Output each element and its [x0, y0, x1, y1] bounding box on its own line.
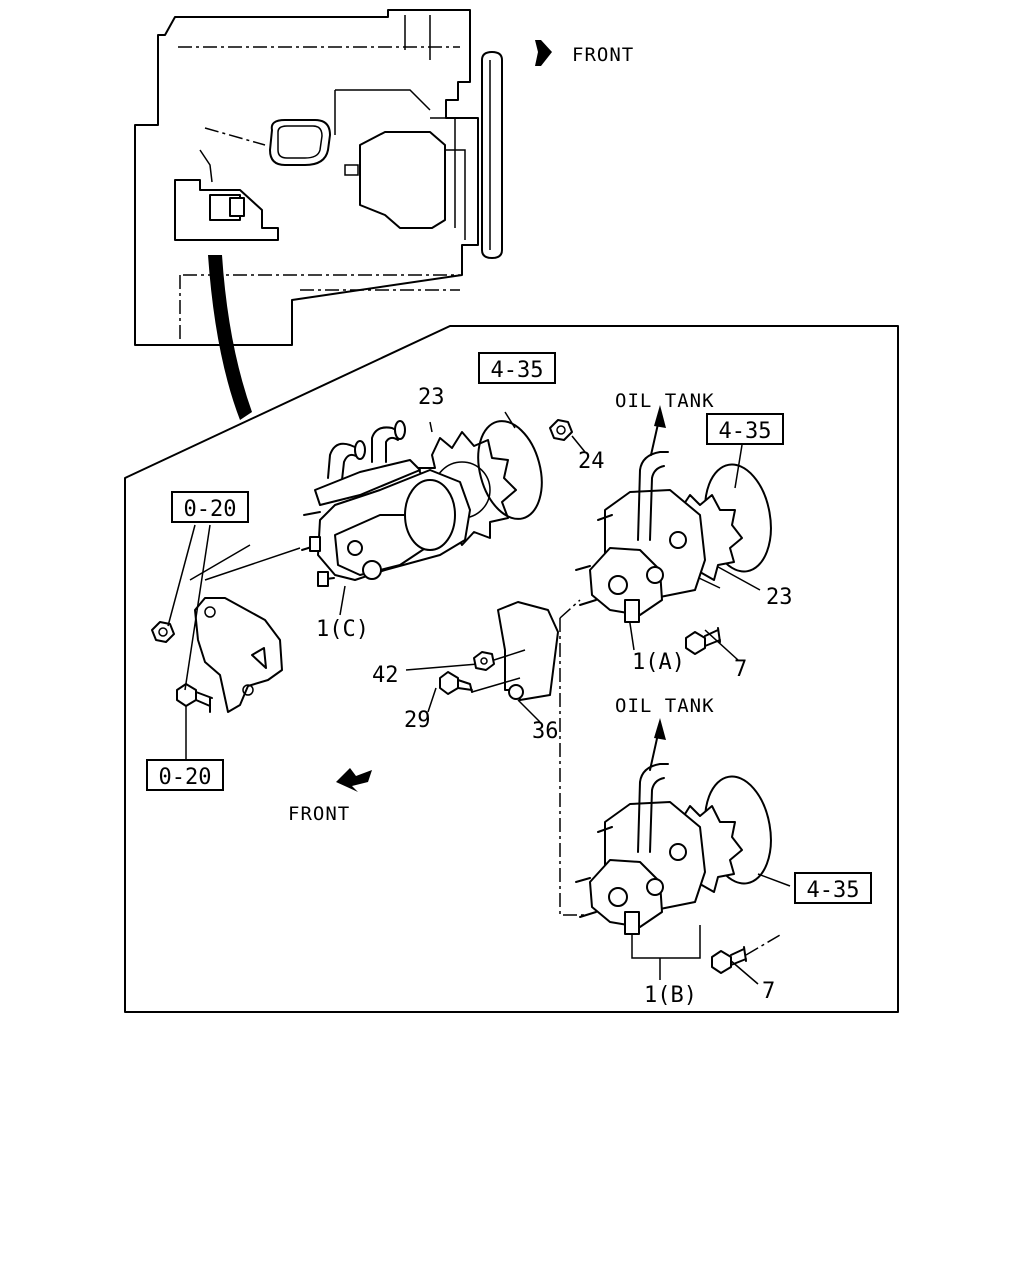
reference-box: 4-35	[478, 352, 556, 384]
svg-text:0-20: 0-20	[184, 497, 237, 522]
top-front-indicator: FRONT	[535, 40, 634, 66]
engine-overview	[134, 9, 503, 420]
oil-tank-arrows	[649, 405, 666, 771]
callout-29: 29	[404, 708, 431, 733]
bolt-7-bottom	[711, 934, 781, 974]
center-bracket	[439, 599, 585, 916]
pump-1a	[575, 451, 772, 623]
detail-frame	[124, 325, 899, 1013]
oil-tank-label-top: OIL TANK	[615, 390, 715, 412]
bracket-left	[151, 544, 301, 713]
callout-36: 36	[532, 719, 559, 744]
svg-text:0-20: 0-20	[159, 765, 212, 790]
nut-24	[549, 419, 586, 453]
bolt-7-top	[685, 627, 721, 655]
callout-7-bottom: 7	[762, 979, 775, 1004]
callout-1b: 1(B)	[644, 983, 697, 1008]
callout-1a: 1(A)	[632, 650, 685, 675]
callout-1c: 1(C)	[316, 617, 369, 642]
reference-box: 0-20	[146, 759, 224, 791]
bottom-front-indicator: FRONT	[288, 768, 372, 825]
bottom-front-label: FRONT	[288, 803, 350, 825]
reference-box: 4-35	[706, 413, 784, 445]
reference-box: 0-20	[171, 491, 249, 523]
callout-7-top: 7	[734, 657, 747, 682]
svg-text:4-35: 4-35	[807, 878, 860, 903]
svg-text:4-35: 4-35	[491, 358, 544, 383]
front-arrow-icon	[535, 40, 552, 66]
callout-23-right: 23	[766, 585, 793, 610]
callout-42: 42	[372, 663, 399, 688]
pump-1b	[575, 763, 772, 980]
top-front-label: FRONT	[572, 44, 634, 66]
callout-23-top: 23	[418, 385, 445, 410]
pump-1c	[301, 420, 543, 587]
reference-box: 4-35	[794, 872, 872, 904]
callout-24: 24	[578, 449, 605, 474]
front-arrow-icon	[336, 768, 372, 792]
oil-tank-label-bottom: OIL TANK	[615, 695, 715, 717]
svg-text:4-35: 4-35	[719, 419, 772, 444]
